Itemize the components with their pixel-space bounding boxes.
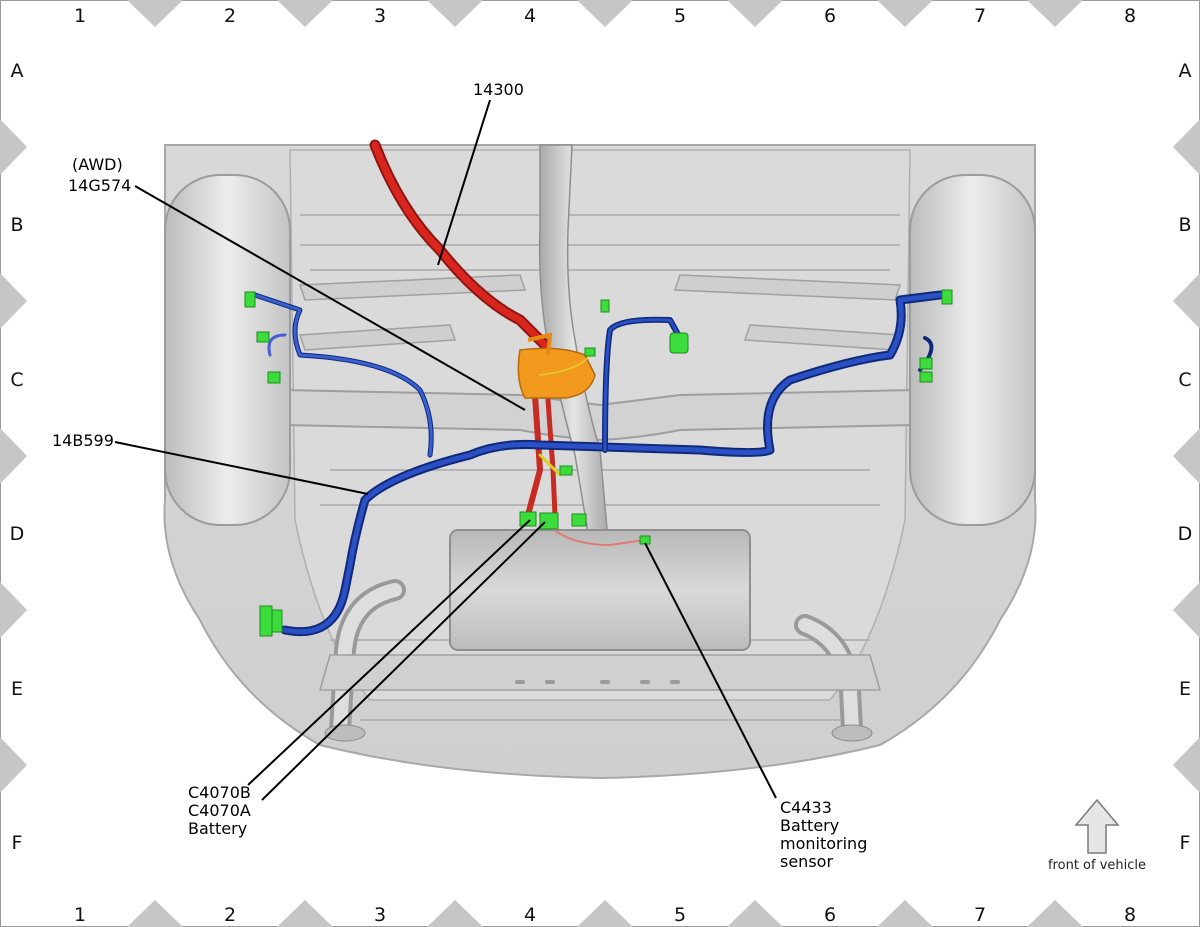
grid-col-bottom-6: 6 [824,904,836,926]
grid-col-top-4: 4 [524,5,536,27]
callout-c4433-battery: Battery [780,816,839,835]
border-marker-right [1173,273,1200,329]
grid-row-left-F: F [12,832,23,854]
grid-row-right-F: F [1180,832,1191,854]
border-marker-right [1173,119,1200,175]
grid-row-left-A: A [11,60,24,82]
callout-c4433-sensor: sensor [780,852,833,871]
border-marker-left [0,428,27,484]
rear-muffler [449,529,751,651]
grid-col-bottom-8: 8 [1124,904,1136,926]
border-marker-right [1173,737,1200,793]
border-marker-left [0,737,27,793]
grid-col-bottom-2: 2 [224,904,236,926]
border-marker-top [427,0,483,27]
callout-c4070a: C4070A [188,801,251,820]
grid-col-top-3: 3 [374,5,386,27]
callout-c4433-monitoring: monitoring [780,834,867,853]
grid-col-top-7: 7 [974,5,986,27]
border-marker-left [0,119,27,175]
grid-col-bottom-3: 3 [374,904,386,926]
leader-c4433 [644,542,777,799]
main-body-harness [252,290,945,637]
callout-14g574: 14G574 [68,176,131,195]
leader-14b599 [114,441,369,495]
border-marker-left [0,582,27,638]
front-of-vehicle-label: front of vehicle [1048,858,1146,873]
grid-row-right-D: D [1178,523,1193,545]
leader-c4070a [261,521,546,801]
callout-awd: (AWD) [72,155,123,174]
grid-row-right-C: C [1178,369,1191,391]
border-marker-top [577,0,633,27]
callout-14300: 14300 [473,80,524,99]
grid-col-bottom-1: 1 [74,904,86,926]
border-marker-top [1027,0,1083,27]
grid-row-left-D: D [10,523,25,545]
leader-14300 [437,99,491,266]
right-rear-tire [909,174,1036,526]
vehicle-underbody [163,144,1037,780]
grid-col-top-1: 1 [74,5,86,27]
leader-c4070b [247,519,531,786]
grid-col-top-5: 5 [674,5,686,27]
border-marker-top [277,0,333,27]
callout-labels: 14300 (AWD) 14G574 14B599 C4070B C4070A … [52,80,867,871]
grid-row-left-C: C [10,369,23,391]
grid-row-right-A: A [1179,60,1192,82]
grid-col-top-2: 2 [224,5,236,27]
grid-col-top-6: 6 [824,5,836,27]
grid-col-bottom-7: 7 [974,904,986,926]
grid-col-bottom-4: 4 [524,904,536,926]
border-marker-right [1173,428,1200,484]
callout-14b599: 14B599 [52,431,114,450]
border-marker-left [0,273,27,329]
border-marker-bottom [1027,900,1083,927]
left-rear-tire [164,174,291,526]
callout-battery: Battery [188,819,247,838]
grid-col-bottom-5: 5 [674,904,686,926]
junction-block [517,332,596,399]
border-marker-bottom [727,900,783,927]
border-marker-bottom [427,900,483,927]
border-marker-bottom [577,900,633,927]
grid-row-right-E: E [1179,678,1191,700]
up-arrow-icon [1074,798,1120,854]
callout-c4433: C4433 [780,798,832,817]
callout-c4070b: C4070B [188,783,251,802]
border-marker-top [877,0,933,27]
front-of-vehicle-indicator: front of vehicle [1048,798,1146,873]
border-marker-top [727,0,783,27]
leader-lines [114,99,777,801]
border-marker-top [127,0,183,27]
connectors [244,289,953,637]
border-marker-right [1173,582,1200,638]
border-marker-bottom [127,900,183,927]
grid-row-left-B: B [10,214,23,236]
grid-row-left-E: E [11,678,23,700]
border-marker-bottom [877,900,933,927]
grid-row-right-B: B [1178,214,1191,236]
border-marker-bottom [277,900,333,927]
grid-col-top-8: 8 [1124,5,1136,27]
leader-14g574 [134,185,526,411]
